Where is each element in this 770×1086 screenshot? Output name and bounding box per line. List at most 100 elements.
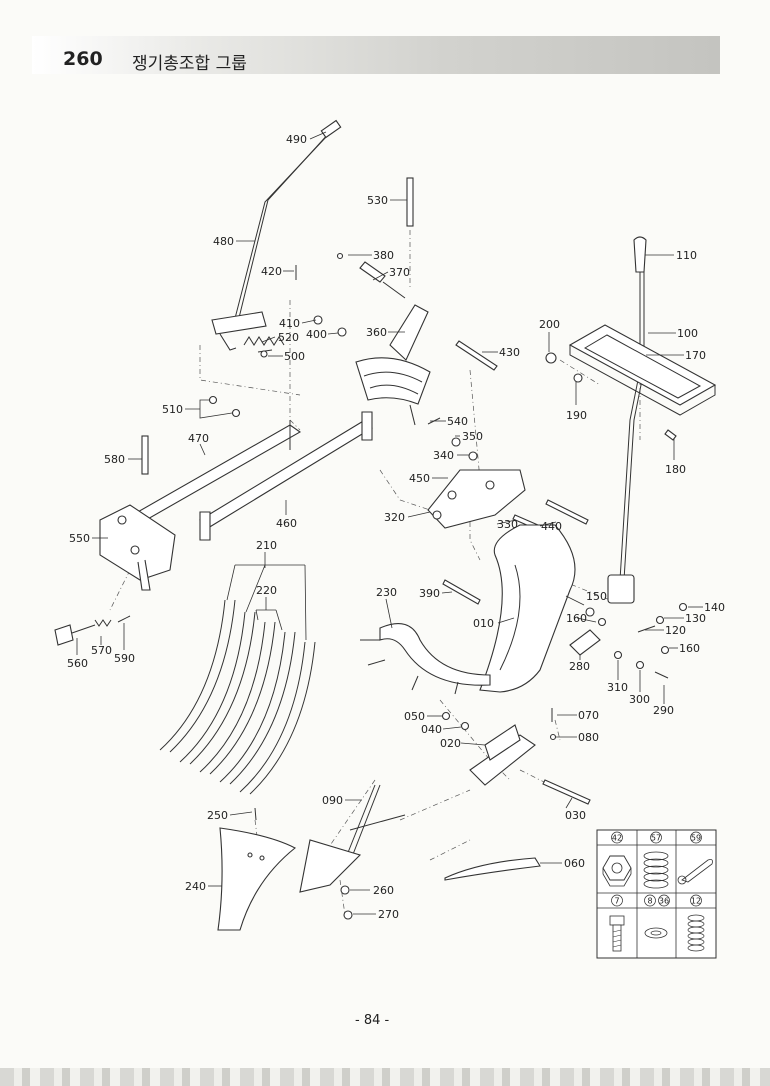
nut-080 bbox=[549, 733, 557, 741]
label-350: 350 bbox=[462, 430, 483, 443]
label-510: 510 bbox=[162, 403, 183, 416]
label-320: 320 bbox=[384, 511, 405, 524]
bolt-510a bbox=[208, 395, 218, 405]
part-labels: 490 530 480 380 110 420 370 410 400 520 … bbox=[67, 133, 725, 921]
frame-170 bbox=[568, 324, 717, 416]
label-260: 260 bbox=[373, 884, 394, 897]
share-frame bbox=[299, 839, 362, 893]
label-070: 070 bbox=[578, 709, 599, 722]
label-020: 020 bbox=[440, 737, 461, 750]
label-280: 280 bbox=[569, 660, 590, 673]
label-590: 590 bbox=[114, 652, 135, 665]
lever-rod-100 bbox=[607, 236, 647, 604]
label-420: 420 bbox=[261, 265, 282, 278]
cotter-pin-icon bbox=[677, 859, 713, 885]
leader-lines bbox=[76, 131, 703, 915]
label-140: 140 bbox=[704, 601, 725, 614]
label-330: 330 bbox=[497, 518, 518, 531]
legend-8: 8 bbox=[647, 897, 652, 906]
bolt-180 bbox=[664, 429, 677, 441]
spring-520 bbox=[243, 336, 285, 358]
hardware-legend: 42 57 59 7 8 36 12 bbox=[596, 829, 717, 959]
nut-270 bbox=[343, 910, 353, 920]
bolt-250 bbox=[254, 807, 257, 821]
section-number: 260 bbox=[63, 48, 103, 70]
bracket-230 bbox=[360, 623, 491, 695]
label-540: 540 bbox=[447, 415, 468, 428]
washer-icon bbox=[644, 927, 668, 939]
label-220: 220 bbox=[256, 584, 277, 597]
bolt-390 bbox=[442, 579, 481, 605]
bolt-440 bbox=[545, 499, 589, 525]
pin-580 bbox=[141, 435, 149, 475]
label-490: 490 bbox=[286, 133, 307, 146]
label-300: 300 bbox=[629, 693, 650, 706]
label-160b: 160 bbox=[679, 642, 700, 655]
nut-200 bbox=[545, 352, 557, 364]
label-310: 310 bbox=[607, 681, 628, 694]
bolt-430 bbox=[455, 340, 498, 371]
frame-090 bbox=[344, 784, 406, 863]
washer-340 bbox=[468, 451, 478, 461]
bolt-290 bbox=[654, 671, 669, 679]
label-410: 410 bbox=[279, 317, 300, 330]
coil-spring-icon bbox=[643, 851, 669, 889]
label-040: 040 bbox=[421, 723, 442, 736]
label-110: 110 bbox=[676, 249, 697, 262]
label-150: 150 bbox=[586, 590, 607, 603]
washer-040 bbox=[460, 721, 470, 731]
label-550: 550 bbox=[69, 532, 90, 545]
washer-350 bbox=[451, 437, 461, 447]
nut-130 bbox=[655, 615, 665, 625]
bolt-icon bbox=[609, 915, 625, 952]
washer-160b bbox=[660, 645, 670, 655]
label-010: 010 bbox=[473, 617, 494, 630]
bolt-560 bbox=[54, 615, 131, 646]
legend-59: 59 bbox=[691, 834, 701, 843]
label-370: 370 bbox=[389, 266, 410, 279]
bracket-020 bbox=[469, 724, 536, 786]
label-450: 450 bbox=[409, 472, 430, 485]
lever-480 bbox=[211, 119, 342, 351]
tines-210-220 bbox=[159, 599, 316, 795]
label-380: 380 bbox=[373, 249, 394, 262]
quadrant-360 bbox=[355, 304, 431, 426]
washer-310 bbox=[613, 650, 623, 660]
bolt-120 bbox=[637, 625, 656, 633]
label-480: 480 bbox=[213, 235, 234, 248]
label-180: 180 bbox=[665, 463, 686, 476]
pin-530 bbox=[406, 177, 414, 227]
nut-300 bbox=[635, 660, 645, 670]
label-100: 100 bbox=[677, 327, 698, 340]
header-bar: 260 쟁기총조합 그룹 bbox=[32, 36, 720, 74]
section-title: 쟁기총조합 그룹 bbox=[132, 54, 247, 74]
washer-190 bbox=[573, 373, 583, 383]
nut-150 bbox=[585, 607, 595, 617]
washer-410 bbox=[313, 315, 323, 325]
washer-160 bbox=[597, 617, 607, 627]
label-160: 160 bbox=[566, 612, 587, 625]
label-570: 570 bbox=[91, 644, 112, 657]
legend-36: 36 bbox=[659, 897, 669, 906]
label-560: 560 bbox=[67, 657, 88, 670]
bolt-030 bbox=[542, 779, 591, 805]
label-400: 400 bbox=[306, 328, 327, 341]
label-230: 230 bbox=[376, 586, 397, 599]
legend-57: 57 bbox=[651, 834, 661, 843]
plate-320 bbox=[427, 469, 526, 529]
label-130: 130 bbox=[685, 612, 706, 625]
label-390: 390 bbox=[419, 587, 440, 600]
label-270: 270 bbox=[378, 908, 399, 921]
label-030: 030 bbox=[565, 809, 586, 822]
label-430: 430 bbox=[499, 346, 520, 359]
legend-12: 12 bbox=[691, 897, 701, 906]
label-530: 530 bbox=[367, 194, 388, 207]
label-240: 240 bbox=[185, 880, 206, 893]
long-spring-icon bbox=[687, 914, 705, 952]
label-050: 050 bbox=[404, 710, 425, 723]
point-060 bbox=[444, 857, 541, 881]
label-210: 210 bbox=[256, 539, 277, 552]
label-170: 170 bbox=[685, 349, 706, 362]
bolt-510b bbox=[231, 408, 241, 418]
